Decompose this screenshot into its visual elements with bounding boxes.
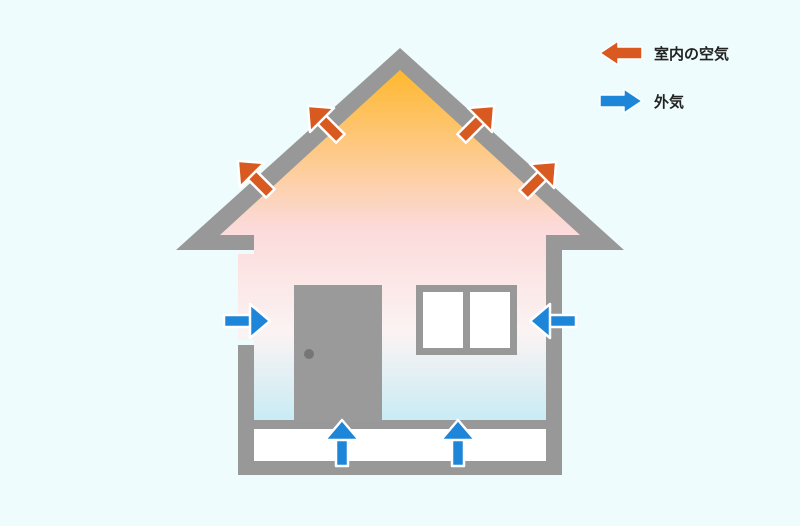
legend-indoor-air: 室内の空気	[598, 40, 729, 66]
legend-outdoor-air-label: 外気	[654, 92, 685, 111]
crawl-space	[254, 429, 546, 461]
door-knob	[304, 349, 314, 359]
legend-outdoor-arrow-icon	[599, 88, 643, 114]
legend-outdoor-air: 外気	[598, 88, 684, 114]
legend-indoor-air-label: 室内の空気	[654, 44, 730, 63]
legend-indoor-arrow-icon	[599, 40, 643, 66]
house-interior	[220, 70, 580, 420]
window	[416, 285, 517, 355]
